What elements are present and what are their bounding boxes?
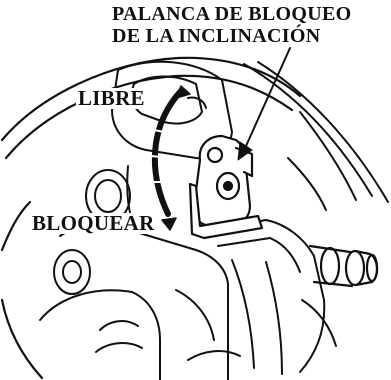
free-position-label: LIBRE — [76, 88, 147, 109]
tilt-lock-lever — [190, 136, 262, 238]
column-tube — [244, 62, 388, 210]
lever-title-line1: PALANCA DE BLOQUEO — [112, 4, 352, 24]
lower-bracket — [40, 226, 228, 380]
lock-position-label: BLOQUEAR — [30, 213, 157, 234]
direction-arc — [151, 86, 190, 230]
lever-title-line2: DE LA INCLINACIÓN — [112, 26, 320, 46]
pivot-housing — [176, 220, 336, 374]
